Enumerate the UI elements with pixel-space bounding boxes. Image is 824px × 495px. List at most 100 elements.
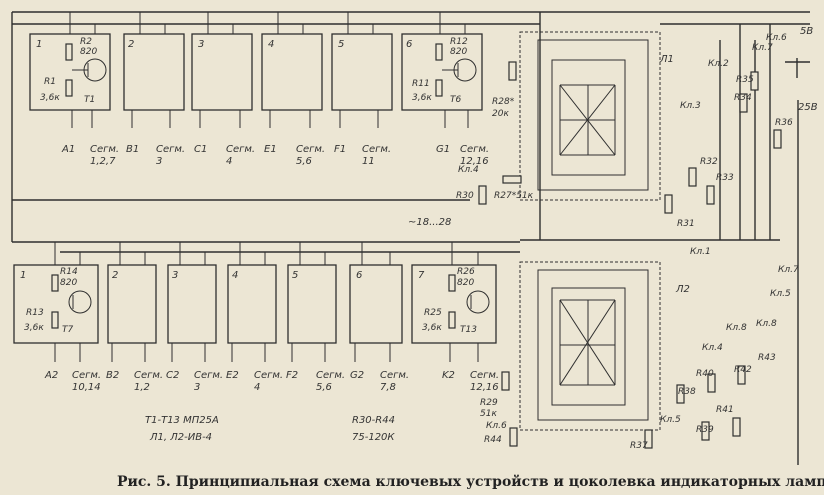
bot-seg-6: Сегм.7,8 bbox=[380, 370, 409, 393]
label-kl4: Кл.4 bbox=[458, 165, 479, 175]
label-r13: R13 bbox=[26, 308, 44, 318]
module-bot-2 bbox=[107, 264, 157, 344]
bot-out-3: C2 bbox=[166, 370, 179, 381]
label-r43: R43 bbox=[758, 353, 776, 363]
label-kl7-b: Кл.7 bbox=[778, 265, 799, 275]
label-r38: R38 bbox=[678, 387, 696, 397]
module-bot-7 bbox=[411, 264, 497, 344]
bot-out-2: B2 bbox=[106, 370, 119, 381]
label-r37: R37 bbox=[630, 441, 648, 451]
label-r39: R39 bbox=[696, 425, 714, 435]
caption: Рис. 5. Принципиальная схема ключевых ус… bbox=[117, 473, 824, 490]
label-r31: R31 bbox=[677, 219, 695, 229]
label-kl8: Кл.8 bbox=[726, 323, 747, 333]
label-r12: R12 bbox=[450, 37, 468, 47]
label-l1: Л1 bbox=[659, 54, 674, 65]
label-r11-val: 3,6к bbox=[412, 93, 432, 103]
bot-out-5: F2 bbox=[286, 370, 298, 381]
label-r14-val: 820 bbox=[60, 278, 77, 288]
module-top-3 bbox=[191, 33, 253, 111]
label-kl6: Кл.6 bbox=[766, 33, 787, 43]
module-bot-1 bbox=[13, 264, 99, 344]
bot-out-1: A2 bbox=[44, 370, 58, 381]
top-out-3: C1 bbox=[194, 144, 207, 155]
label-kl5: Кл.5 bbox=[660, 415, 681, 425]
right-supply bbox=[520, 12, 810, 465]
label-r41: R41 bbox=[716, 405, 734, 415]
top-seg-2: Сегм.3 bbox=[156, 144, 185, 167]
label-25v: 25В bbox=[798, 102, 818, 113]
bot-seg-5: Сегм.5,6 bbox=[316, 370, 345, 393]
label-kl1: Кл.1 bbox=[690, 247, 711, 257]
label-r30: R30 bbox=[456, 191, 474, 201]
module-bot-4 bbox=[227, 264, 277, 344]
label-kl2: Кл.2 bbox=[708, 59, 729, 69]
label-r40: R40 bbox=[696, 369, 714, 379]
bot-seg-4: Сегм.4 bbox=[254, 370, 283, 393]
bot-seg-2: Сегм.1,2 bbox=[134, 370, 163, 393]
label-lamps: Л1, Л2-ИВ-4 bbox=[149, 432, 212, 443]
label-r35: R35 bbox=[736, 75, 754, 85]
lamp-l1 bbox=[519, 31, 661, 201]
top-seg-4: Сегм.5,6 bbox=[296, 144, 325, 167]
module-bot-5 bbox=[287, 264, 337, 344]
bot-out-6: G2 bbox=[350, 370, 364, 381]
top-out-4: E1 bbox=[264, 144, 277, 155]
top-out-1: A1 bbox=[61, 144, 75, 155]
label-r44: R44 bbox=[484, 435, 502, 445]
label-r27: R27*51к bbox=[494, 191, 534, 201]
bot-seg-1: Сегм.10,14 bbox=[72, 370, 101, 393]
top-row-labels: 1 2 3 4 5 6 A1 B1 C1 E1 F1 G1 bbox=[36, 39, 450, 155]
bot-out-4: E2 bbox=[226, 370, 239, 381]
label-r36: R36 bbox=[775, 118, 793, 128]
label-r29-val: 51к bbox=[480, 409, 497, 419]
module-top-4 bbox=[261, 33, 323, 111]
label-r1-val: 3,6к bbox=[40, 93, 60, 103]
top-num-5: 5 bbox=[338, 39, 344, 50]
label-kl8-b: Кл.8 bbox=[756, 319, 777, 329]
label-r34: R34 bbox=[734, 93, 752, 103]
label-resistor-range-val: 75-120К bbox=[352, 432, 395, 443]
label-t6: Т6 bbox=[450, 95, 461, 105]
label-r2-val: 820 bbox=[80, 47, 97, 57]
top-seg-5: Сегм.11 bbox=[362, 144, 391, 167]
label-r42: R42 bbox=[734, 365, 752, 375]
resistors-right bbox=[478, 61, 782, 449]
label-kl4-b: Кл.4 bbox=[702, 343, 723, 353]
label-r26-val: 820 bbox=[457, 278, 474, 288]
label-t1: Т1 bbox=[84, 95, 95, 105]
top-out-2: B1 bbox=[126, 144, 139, 155]
label-r32: R32 bbox=[700, 157, 718, 167]
label-r33: R33 bbox=[716, 173, 734, 183]
module-bot-3 bbox=[167, 264, 217, 344]
label-r28: R28* bbox=[492, 97, 515, 107]
bot-num-2: 2 bbox=[112, 270, 118, 281]
label-r25: R25 bbox=[424, 308, 442, 318]
top-num-2: 2 bbox=[128, 39, 134, 50]
label-r29: R29 bbox=[480, 398, 498, 408]
label-kl3: Кл.3 bbox=[680, 101, 701, 111]
bot-num-4: 4 bbox=[232, 270, 238, 281]
module-top-5 bbox=[331, 33, 393, 111]
label-r2: R2 bbox=[80, 37, 92, 47]
label-r12-val: 820 bbox=[450, 47, 467, 57]
label-kl6-b: Кл.6 bbox=[486, 421, 507, 431]
module-top-2 bbox=[123, 33, 185, 111]
label-transistors: Т1-Т13 МП25А bbox=[145, 415, 219, 426]
top-num-1: 1 bbox=[36, 39, 42, 50]
module-top-6 bbox=[401, 33, 483, 111]
bot-num-6: 6 bbox=[356, 270, 362, 281]
label-r11: R11 bbox=[412, 79, 430, 89]
bot-seg-7: Сегм.12,16 bbox=[470, 370, 499, 393]
label-resistor-range: R30-R44 bbox=[352, 415, 395, 426]
bottom-modules bbox=[13, 242, 497, 362]
bot-num-7: 7 bbox=[418, 270, 425, 281]
label-ac: ~18...28 bbox=[408, 217, 451, 228]
label-t7: Т7 bbox=[62, 325, 73, 335]
top-modules bbox=[29, 12, 483, 128]
label-r25-val: 3,6к bbox=[422, 323, 442, 333]
label-r14: R14 bbox=[60, 267, 78, 277]
label-l2: Л2 bbox=[675, 284, 690, 295]
